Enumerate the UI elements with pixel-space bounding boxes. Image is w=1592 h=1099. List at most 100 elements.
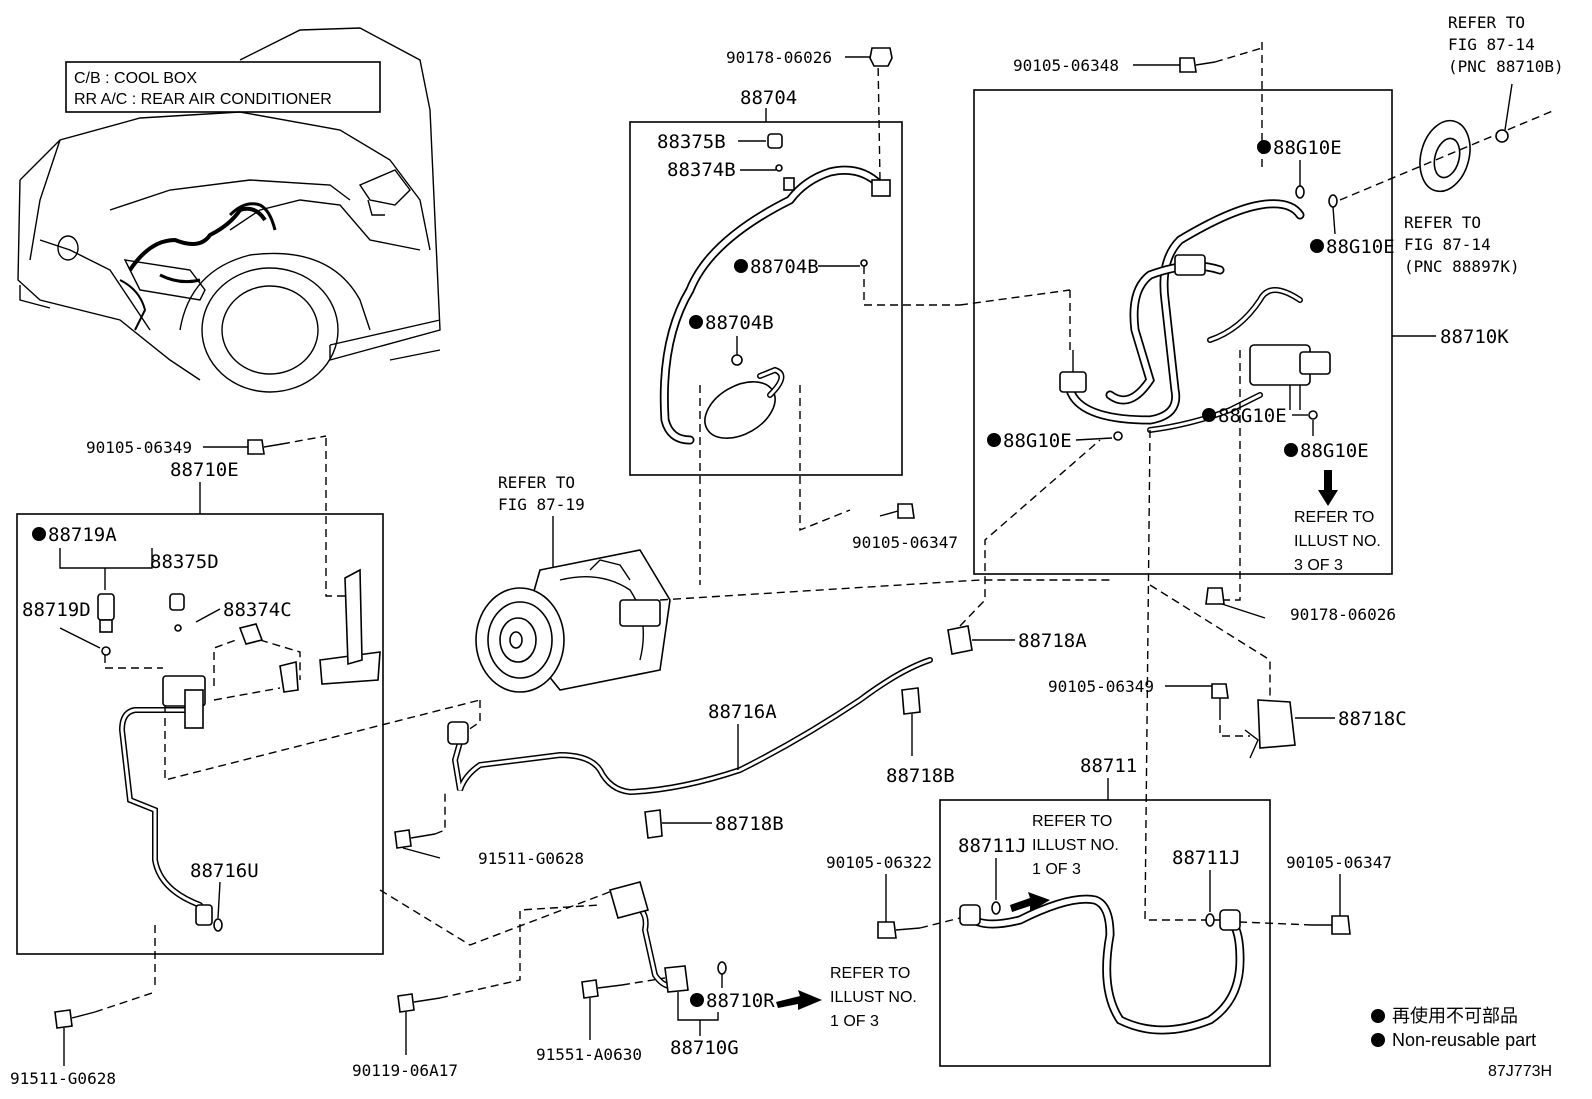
ref-illust-1-of-3-box[interactable]: REFER TO ILLUST NO. 1 OF 3 bbox=[1032, 813, 1119, 878]
bolt-91511-G0628-bottom: 91511-G0628 bbox=[10, 991, 156, 1088]
ref-line: 3 OF 3 bbox=[1294, 557, 1343, 574]
ref-illust-1-of-3-bottom[interactable]: REFER TO ILLUST NO. 1 OF 3 bbox=[830, 965, 917, 1030]
ref-line: (PNC 88897K) bbox=[1404, 257, 1520, 276]
group-88716A: 88716A 88718A 88718B 88718B bbox=[447, 439, 1101, 839]
non-reusable-mark bbox=[690, 993, 704, 1007]
ref-line: 1 OF 3 bbox=[1032, 861, 1081, 878]
label-90178-06026-top[interactable]: 90178-06026 bbox=[726, 48, 832, 67]
legend-line-rear-ac: RR A/C : REAR AIR CONDITIONER bbox=[74, 91, 332, 108]
ref-line: ILLUST NO. bbox=[1294, 533, 1381, 550]
label-88719A[interactable]: 88719A bbox=[48, 524, 117, 546]
bolt-90178-06026-right: 90178-06026 bbox=[1205, 587, 1396, 624]
label-88716U[interactable]: 88716U bbox=[190, 860, 259, 882]
label-90105-06347-a[interactable]: 90105-06347 bbox=[852, 533, 958, 552]
label-90105-06348[interactable]: 90105-06348 bbox=[1013, 56, 1119, 75]
ref-fig-87-14-lower[interactable]: REFER TO FIG 87-14 (PNC 88897K) bbox=[1404, 213, 1520, 276]
receiver-filter bbox=[704, 366, 785, 439]
legend-en: Non-reusable part bbox=[1392, 1030, 1536, 1050]
label-91511-G0628-bottom[interactable]: 91511-G0628 bbox=[10, 1069, 116, 1088]
ref-line: REFER TO bbox=[1404, 213, 1481, 232]
non-reusable-mark bbox=[32, 527, 46, 541]
group-88710E: 88710E 88719A 88375D 88719D 88374C 88716… bbox=[16, 438, 481, 990]
assembly-leader bbox=[379, 887, 621, 946]
non-reusable-legend: 再使用不可部品 Non-reusable part bbox=[1371, 1006, 1536, 1050]
ref-line: 1 OF 3 bbox=[830, 1013, 879, 1030]
label-90119-06A17[interactable]: 90119-06A17 bbox=[352, 1061, 458, 1080]
label-88G10E-4[interactable]: 88G10E bbox=[1003, 430, 1072, 452]
label-88710R[interactable]: 88710R bbox=[706, 990, 775, 1012]
bolt-90105-06347-a: 90105-06347 bbox=[852, 503, 958, 552]
bolt-90178-06026-top: 90178-06026 bbox=[726, 47, 893, 67]
expansion-valve bbox=[1249, 344, 1331, 410]
legend-line-cool-box: C/B : COOL BOX bbox=[74, 70, 197, 87]
label-88374C[interactable]: 88374C bbox=[223, 599, 292, 621]
non-reusable-mark bbox=[734, 259, 748, 273]
label-88710E[interactable]: 88710E bbox=[170, 459, 239, 481]
ref-fig-87-19[interactable]: REFER TO FIG 87-19 bbox=[498, 473, 585, 514]
label-88704B-upper[interactable]: 88704B bbox=[750, 256, 819, 278]
label-90105-06347-b[interactable]: 90105-06347 bbox=[1286, 853, 1392, 872]
ref-line: REFER TO bbox=[1448, 13, 1525, 32]
label-88711[interactable]: 88711 bbox=[1080, 755, 1137, 777]
ref-line: ILLUST NO. bbox=[830, 989, 917, 1006]
non-reusable-mark bbox=[1371, 1033, 1385, 1047]
label-90105-06322[interactable]: 90105-06322 bbox=[826, 853, 932, 872]
label-88718C[interactable]: 88718C bbox=[1338, 708, 1407, 730]
ref-line: (PNC 88710B) bbox=[1448, 57, 1564, 76]
vehicle-illustration bbox=[17, 27, 441, 393]
ref-line: FIG 87-14 bbox=[1448, 35, 1535, 54]
ref-line: REFER TO bbox=[498, 473, 575, 492]
bolt-90105-06322: 90105-06322 bbox=[826, 853, 961, 939]
bolt-90105-06348: 90105-06348 bbox=[1013, 47, 1263, 75]
label-90105-06349-top[interactable]: 90105-06349 bbox=[86, 438, 192, 457]
label-91511-G0628-mid[interactable]: 91511-G0628 bbox=[478, 849, 584, 868]
non-reusable-mark bbox=[689, 315, 703, 329]
group-88711: 88711 REFER TO ILLUST NO. 1 OF 3 88711J … bbox=[939, 755, 1271, 1067]
label-88711J-right[interactable]: 88711J bbox=[1172, 847, 1241, 869]
legend-jp: 再使用不可部品 bbox=[1392, 1006, 1518, 1026]
bolt-90105-06347-b: 90105-06347 bbox=[1239, 853, 1392, 935]
ref-line: REFER TO bbox=[1294, 509, 1374, 526]
label-88G10E-5[interactable]: 88G10E bbox=[1300, 440, 1369, 462]
label-88375D[interactable]: 88375D bbox=[150, 551, 219, 573]
group-88710K: 88710K 88G10E 88G10E 88G10E bbox=[959, 42, 1509, 921]
label-88375B[interactable]: 88375B bbox=[657, 131, 726, 153]
ref-line: ILLUST NO. bbox=[1032, 837, 1119, 854]
label-88G10E-3[interactable]: 88G10E bbox=[1218, 405, 1287, 427]
label-88704[interactable]: 88704 bbox=[740, 87, 797, 109]
label-88704B-lower[interactable]: 88704B bbox=[705, 312, 774, 334]
label-88710G[interactable]: 88710G bbox=[670, 1037, 739, 1059]
label-90178-06026-right[interactable]: 90178-06026 bbox=[1290, 605, 1396, 624]
non-reusable-mark bbox=[1371, 1009, 1385, 1023]
bolt-91551-A0630: 91551-A0630 bbox=[536, 977, 666, 1064]
diagram-code: 87J773H bbox=[1488, 1063, 1552, 1080]
group-88710G: 88710R 88710G REFER TO ILLUST NO. 1 OF 3 bbox=[609, 881, 917, 1059]
label-88719D[interactable]: 88719D bbox=[22, 599, 91, 621]
non-reusable-mark bbox=[1202, 408, 1216, 422]
label-88718B-upper[interactable]: 88718B bbox=[886, 765, 955, 787]
non-reusable-mark bbox=[1284, 443, 1298, 457]
label-88718A[interactable]: 88718A bbox=[1018, 630, 1087, 652]
ref-line: REFER TO bbox=[1032, 813, 1112, 830]
group-88704: 88704 88375B 88374B 88704B 88704B bbox=[629, 59, 960, 585]
label-88G10E-2[interactable]: 88G10E bbox=[1326, 236, 1395, 258]
label-88718B-lower[interactable]: 88718B bbox=[715, 813, 784, 835]
grommet-seal bbox=[1339, 109, 1556, 201]
pressure-switch bbox=[97, 593, 115, 633]
label-91551-A0630[interactable]: 91551-A0630 bbox=[536, 1045, 642, 1064]
abbreviation-legend: C/B : COOL BOX RR A/C : REAR AIR CONDITI… bbox=[65, 61, 381, 113]
bolt-90105-06349-top: 90105-06349 bbox=[86, 435, 327, 457]
label-88711J-left[interactable]: 88711J bbox=[958, 835, 1027, 857]
ref-line: FIG 87-14 bbox=[1404, 235, 1491, 254]
bolt-90119-06A17: 90119-06A17 bbox=[352, 904, 601, 1080]
ref-line: REFER TO bbox=[830, 965, 910, 982]
label-90105-06349-right[interactable]: 90105-06349 bbox=[1048, 677, 1154, 696]
label-88374B[interactable]: 88374B bbox=[667, 159, 736, 181]
ref-illust-3-of-3[interactable]: REFER TO ILLUST NO. 3 OF 3 bbox=[1294, 509, 1381, 574]
ref-fig-87-14-upper[interactable]: REFER TO FIG 87-14 (PNC 88710B) bbox=[1448, 13, 1564, 131]
label-88716A[interactable]: 88716A bbox=[708, 701, 777, 723]
group-88718C: 90105-06349 88718C bbox=[1048, 584, 1407, 759]
label-88710K[interactable]: 88710K bbox=[1440, 326, 1509, 348]
label-88G10E-1[interactable]: 88G10E bbox=[1273, 137, 1342, 159]
